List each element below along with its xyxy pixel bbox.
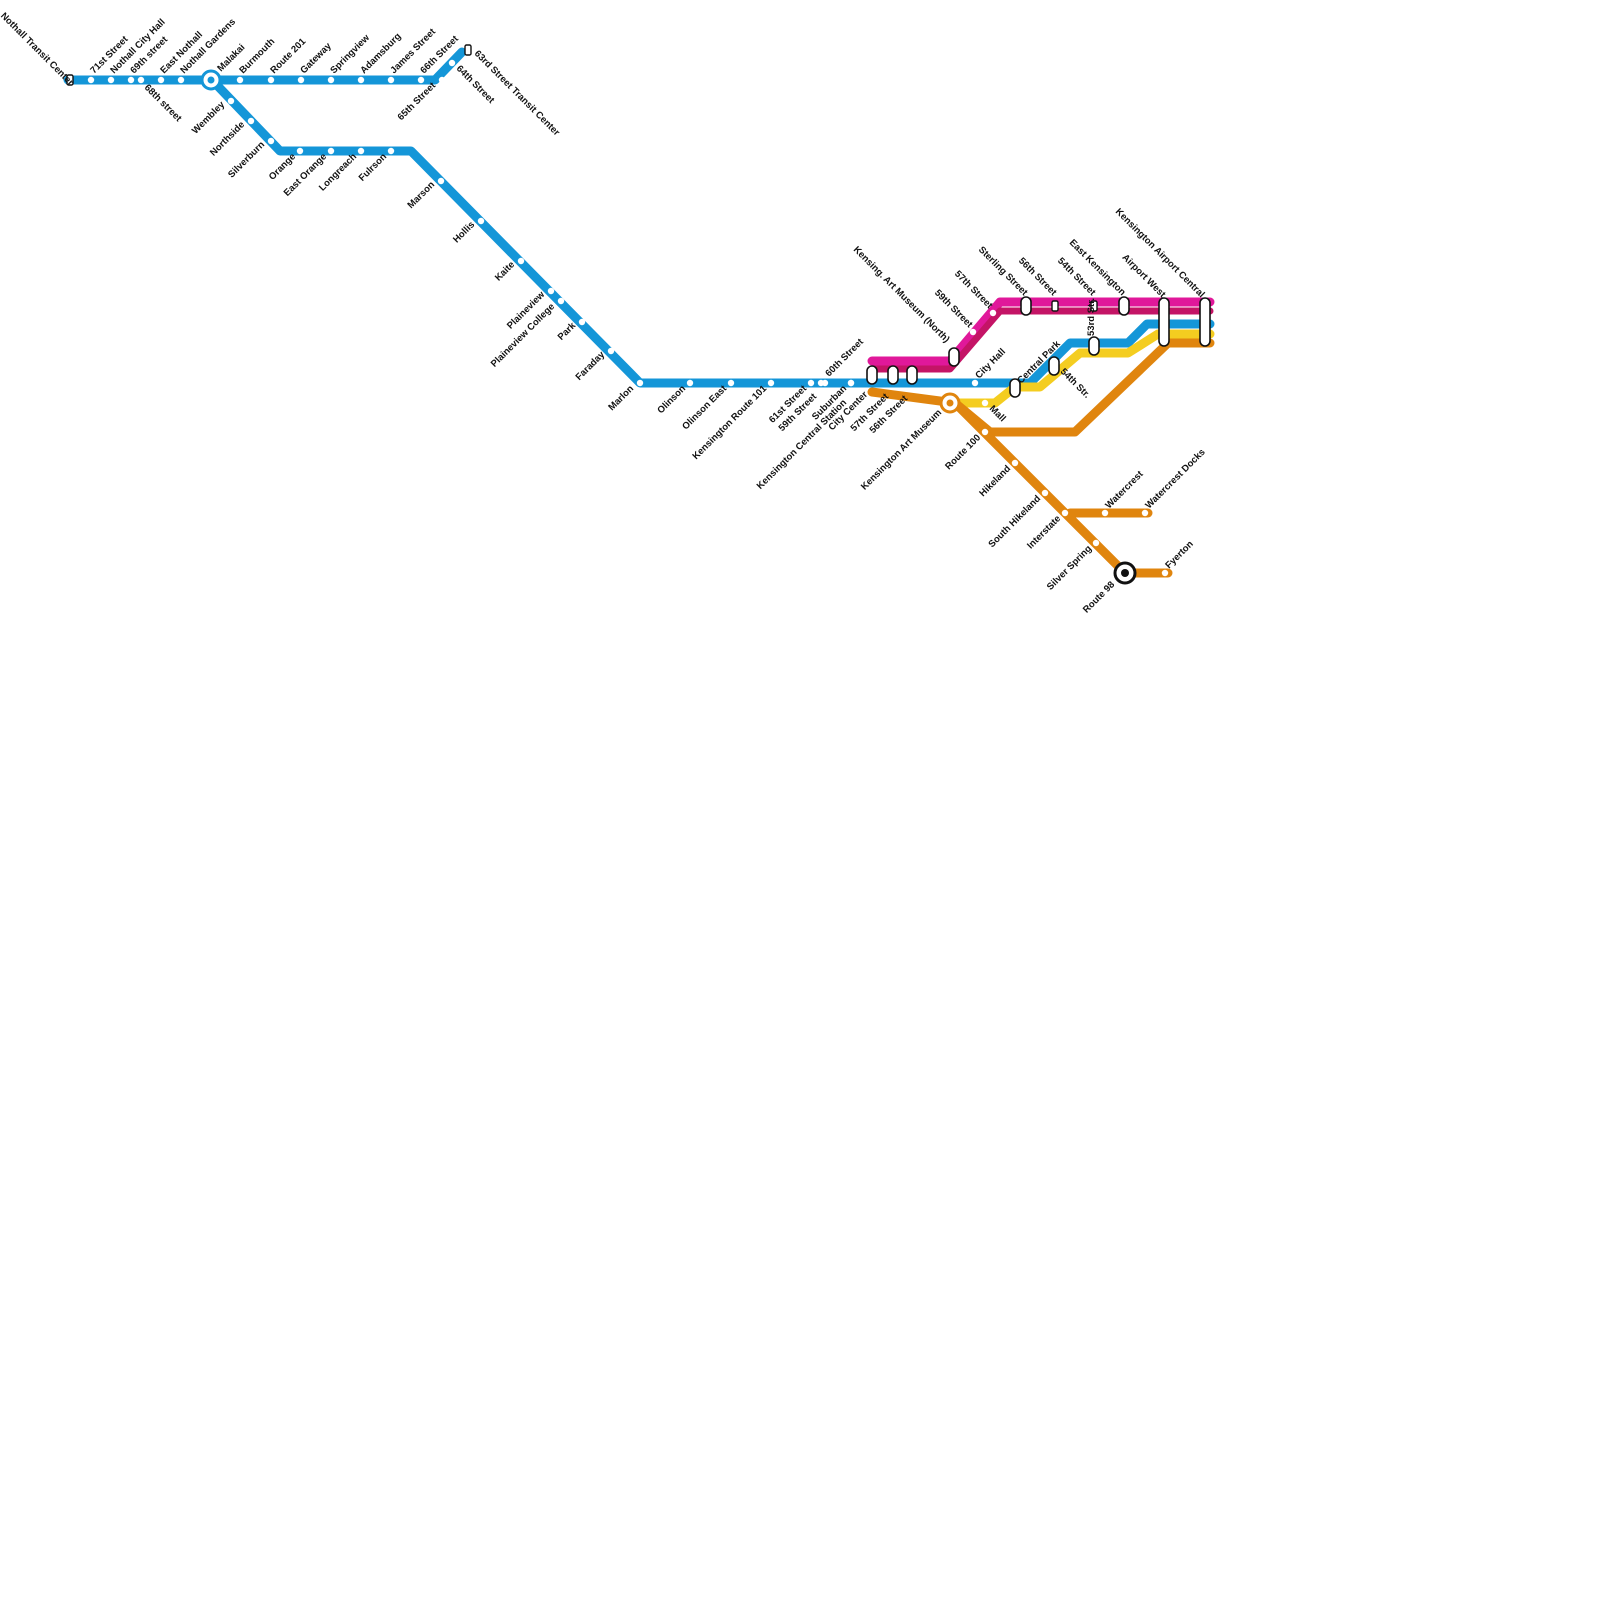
station-marker-east-kensington[interactable]: [1118, 296, 1130, 316]
station-marker-56th-street[interactable]: [1051, 300, 1059, 312]
station-marker-james-street[interactable]: [387, 76, 395, 84]
station-marker-nothall-transit-center[interactable]: [66, 74, 74, 86]
station-marker-56th-street[interactable]: [906, 365, 918, 385]
station-marker-fyerton[interactable]: [1161, 569, 1169, 577]
station-marker-city-hall[interactable]: [971, 379, 979, 387]
station-marker-route-201[interactable]: [267, 76, 275, 84]
station-marker-adamsburg[interactable]: [357, 76, 365, 84]
station-marker-silverburn[interactable]: [267, 137, 275, 145]
station-label-hikeland: Hikeland: [977, 463, 1013, 499]
station-marker-57th-street[interactable]: [989, 309, 997, 317]
station-marker-nothall-city-hall[interactable]: [107, 76, 115, 84]
station-marker-plaineview[interactable]: [547, 287, 555, 295]
station-marker-northside[interactable]: [247, 117, 255, 125]
station-label-54th-str: 54th Str.: [1058, 366, 1092, 400]
station-label-hollis: Hollis: [451, 219, 477, 245]
station-marker-53rd-str[interactable]: [1088, 336, 1100, 356]
station-label-marson: Marson: [405, 179, 437, 211]
station-marker-54th-street[interactable]: [1090, 300, 1098, 312]
station-label-silverburn: Silverburn: [226, 139, 267, 180]
station-marker-57th-street[interactable]: [887, 365, 899, 385]
station-label-fulrson: Fulrson: [357, 151, 390, 184]
station-label-silver-spring: Silver Spring: [1045, 543, 1094, 592]
station-label-65th-street: 65th Street: [396, 80, 439, 123]
station-label-olinson: Olinson: [655, 383, 688, 416]
station-marker-orange[interactable]: [296, 147, 304, 155]
station-marker-watercrest-docks[interactable]: [1141, 509, 1149, 517]
station-label-city-hall: City Hall: [973, 346, 1008, 381]
station-marker-marlon[interactable]: [636, 379, 644, 387]
station-label-nothall-transit-center: Nothall Transit Center: [0, 11, 76, 89]
station-marker-springview[interactable]: [327, 76, 335, 84]
station-marker-east-nothall[interactable]: [157, 76, 165, 84]
station-marker-63rd-street-transit-center[interactable]: [464, 44, 472, 56]
station-marker-hollis[interactable]: [477, 217, 485, 225]
station-marker-kensington-art-museum[interactable]: [946, 399, 954, 407]
station-marker-61st-street[interactable]: [807, 379, 815, 387]
station-marker-69th-street[interactable]: [127, 76, 135, 84]
yellow-line-segment-5: [950, 329, 1215, 408]
station-marker-kaite[interactable]: [517, 257, 525, 265]
station-marker-watercrest[interactable]: [1101, 509, 1109, 517]
station-label-route-98: Route 98: [1081, 579, 1117, 615]
station-marker-central-park[interactable]: [1009, 378, 1021, 398]
station-label-fyerton: Fyerton: [1163, 539, 1196, 572]
station-marker-route-100[interactable]: [981, 428, 989, 436]
station-marker-airport-west[interactable]: [1158, 297, 1170, 347]
station-marker-54th-str[interactable]: [1048, 356, 1060, 376]
station-marker-71st-street[interactable]: [87, 76, 95, 84]
station-marker-burmouth[interactable]: [236, 76, 244, 84]
station-marker-city-center[interactable]: [866, 365, 878, 385]
station-marker-wembley[interactable]: [227, 97, 235, 105]
station-label-sterling-street: Sterling Street: [976, 244, 1030, 298]
stations: [66, 44, 1211, 585]
station-label-53rd-str: 53rd Str.: [1086, 298, 1097, 336]
station-marker-route-98[interactable]: [1121, 569, 1129, 577]
station-marker-marson[interactable]: [437, 177, 445, 185]
station-marker-plaineview-college[interactable]: [557, 297, 565, 305]
station-marker-65th-street[interactable]: [438, 76, 446, 84]
station-marker-66th-street[interactable]: [417, 76, 425, 84]
station-marker-kensing-art-museum-north[interactable]: [948, 347, 960, 367]
station-marker-kensington-route-101[interactable]: [767, 379, 775, 387]
station-marker-mall[interactable]: [981, 399, 989, 407]
station-marker-olinson-east[interactable]: [727, 379, 735, 387]
station-label-faraday: Faraday: [574, 349, 608, 383]
station-marker-interstate[interactable]: [1061, 509, 1069, 517]
station-marker-kensington-central-station[interactable]: [847, 379, 855, 387]
station-label-northside: Northside: [208, 119, 247, 158]
station-marker-59th-street[interactable]: [817, 379, 825, 387]
station-marker-hikeland[interactable]: [1011, 459, 1019, 467]
station-marker-silver-spring[interactable]: [1092, 539, 1100, 547]
station-label-kensington-art-museum: Kensington Art Museum: [859, 407, 944, 492]
station-label-60th-street: 60th Street: [823, 336, 866, 379]
station-marker-gateway[interactable]: [297, 76, 305, 84]
station-label-wembley: Wembley: [190, 99, 228, 137]
station-label-kaite: Kaite: [493, 259, 517, 283]
station-label-route-100: Route 100: [943, 432, 983, 472]
station-marker-malakai[interactable]: [207, 76, 215, 84]
station-marker-south-hikeland[interactable]: [1041, 489, 1049, 497]
station-marker-fulrson[interactable]: [387, 147, 395, 155]
station-label-watercrest: Watercrest: [1103, 468, 1146, 511]
station-marker-59th-street[interactable]: [969, 328, 977, 336]
station-marker-nothall-gardens[interactable]: [177, 76, 185, 84]
station-label-watercrest-docks: Watercrest Docks: [1143, 447, 1207, 511]
station-marker-sterling-street[interactable]: [1020, 296, 1032, 316]
station-marker-faraday[interactable]: [607, 347, 615, 355]
station-marker-64th-street[interactable]: [448, 59, 456, 67]
station-label-interstate: Interstate: [1025, 513, 1063, 551]
station-label-marlon: Marlon: [606, 383, 636, 413]
station-label-kensington-route-101: Kensington Route 101: [690, 383, 769, 462]
station-marker-park[interactable]: [578, 318, 586, 326]
blue-line-segment-1: [207, 75, 877, 388]
station-marker-longreach[interactable]: [357, 147, 365, 155]
station-marker-olinson[interactable]: [686, 379, 694, 387]
station-marker-68th-street[interactable]: [137, 76, 145, 84]
station-marker-east-orange[interactable]: [327, 147, 335, 155]
station-label-68th-street: 68th street: [142, 82, 184, 124]
station-marker-kensington-airport-central[interactable]: [1199, 297, 1211, 347]
